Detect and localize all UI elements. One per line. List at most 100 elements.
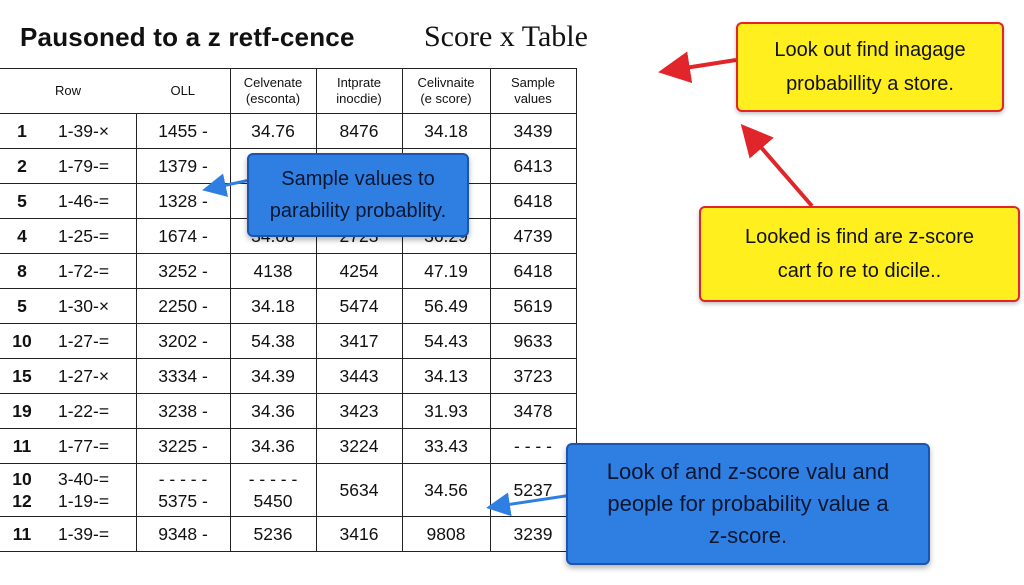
cell-value: 1-27-=: [58, 330, 110, 351]
cell-value: 6418: [513, 190, 553, 211]
cell-value: 1-46-=: [58, 190, 110, 211]
cell-value: 34.18: [251, 295, 295, 316]
row-number-line: 12: [12, 491, 32, 511]
cell-value: 33.43: [424, 435, 468, 456]
table-cell: 3202 -: [136, 323, 231, 359]
cell-value: 1-39-×: [58, 120, 110, 141]
row-number: 10: [0, 323, 44, 359]
table-cell: 9633: [490, 323, 577, 359]
table-cell: 5474: [316, 288, 403, 324]
table-cell: 34.76: [230, 113, 317, 149]
cell-value: 3723: [513, 365, 553, 386]
table-cell: 3238 -: [136, 393, 231, 429]
cell-value: 4138: [253, 260, 293, 281]
table-cell: 3224: [316, 428, 403, 464]
column-header-oll: OLL: [136, 68, 231, 114]
cell-value: 5236: [253, 523, 293, 544]
table-cell: 34.39: [230, 358, 317, 394]
cell-value: 34.36: [251, 400, 295, 421]
row-number: 8: [0, 253, 44, 289]
column-header-row: Row: [0, 68, 136, 114]
table-cell: 6413: [490, 148, 577, 184]
cell-value: 1674 -: [158, 225, 208, 246]
cell-value: 8476: [339, 120, 379, 141]
row-number-line: 5: [17, 190, 27, 211]
table-cell: 3252 -: [136, 253, 231, 289]
cell-value: 1455 -: [158, 120, 208, 141]
table-title: Score x Table: [424, 20, 588, 53]
table-cell: 54.38: [230, 323, 317, 359]
cell-value: 3478: [513, 400, 553, 421]
table-cell: 1-39-=: [44, 516, 137, 552]
row-number-line: 8: [17, 260, 27, 281]
cell-value: 1-25-=: [58, 225, 110, 246]
cell-value: 34.56: [424, 480, 468, 500]
cell-value: 3334 -: [158, 365, 208, 386]
table-cell: 8476: [316, 113, 403, 149]
table-cell: 1-79-=: [44, 148, 137, 184]
cell-value: 54.43: [424, 330, 468, 351]
row-number: 11: [0, 516, 44, 552]
cell-value: 9808: [426, 523, 466, 544]
table-cell: 1-77-=: [44, 428, 137, 464]
table-cell: 1-46-=: [44, 183, 137, 219]
cell-value: 4254: [339, 260, 379, 281]
cell-value: - - - - -: [158, 469, 208, 489]
cell-value: 34.13: [424, 365, 468, 386]
cell-value: 9633: [513, 330, 553, 351]
cell-value: 5619: [513, 295, 553, 316]
table-cell: 4739: [490, 218, 577, 254]
table-cell: 9348 -: [136, 516, 231, 552]
table-cell: 34.36: [230, 428, 317, 464]
table-cell: 34.56: [402, 463, 491, 517]
table-cell: 4254: [316, 253, 403, 289]
cell-value: - - - - -: [248, 469, 298, 489]
row-number-line: 15: [12, 365, 32, 386]
cell-value: 3238 -: [158, 400, 208, 421]
cell-value: 3443: [339, 365, 379, 386]
cell-value: 1328 -: [158, 190, 208, 211]
table-cell: 3334 -: [136, 358, 231, 394]
table-cell: 1379 -: [136, 148, 231, 184]
table-cell: 1-22-=: [44, 393, 137, 429]
table-cell: 5237: [490, 463, 577, 517]
cell-value: 3252 -: [158, 260, 208, 281]
cell-value: 5474: [339, 295, 379, 316]
table-cell: 47.19: [402, 253, 491, 289]
table-cell: 34.18: [230, 288, 317, 324]
column-header-celvenate: Celvenate(esconta): [230, 68, 317, 114]
row-number: 15: [0, 358, 44, 394]
header-line: (e score): [420, 91, 472, 106]
cell-value: 5237: [513, 480, 553, 500]
table-cell: 54.43: [402, 323, 491, 359]
table-cell: 31.93: [402, 393, 491, 429]
cell-value: 4739: [513, 225, 553, 246]
row-number-line: 4: [17, 225, 27, 246]
cell-value: 3239: [513, 523, 553, 544]
cell-value: 1379 -: [158, 155, 208, 176]
table-cell: 3416: [316, 516, 403, 552]
red-arrow-middle: [740, 123, 814, 208]
row-number: 4: [0, 218, 44, 254]
cell-value: - - - -: [514, 435, 552, 456]
table-cell: 5634: [316, 463, 403, 517]
cell-value: 3224: [339, 435, 379, 456]
table-cell: 1455 -: [136, 113, 231, 149]
cell-value: 9348 -: [158, 523, 208, 544]
header-line: Celivnaite: [417, 75, 475, 90]
cell-value: 34.76: [251, 120, 295, 141]
cell-value: 1-39-=: [58, 523, 110, 544]
header-line: Intprate: [336, 75, 382, 90]
cell-value: 1-19-=: [58, 491, 110, 511]
table-cell: 1674 -: [136, 218, 231, 254]
row-number-line: 19: [12, 400, 32, 421]
header-line: (esconta): [245, 91, 301, 106]
